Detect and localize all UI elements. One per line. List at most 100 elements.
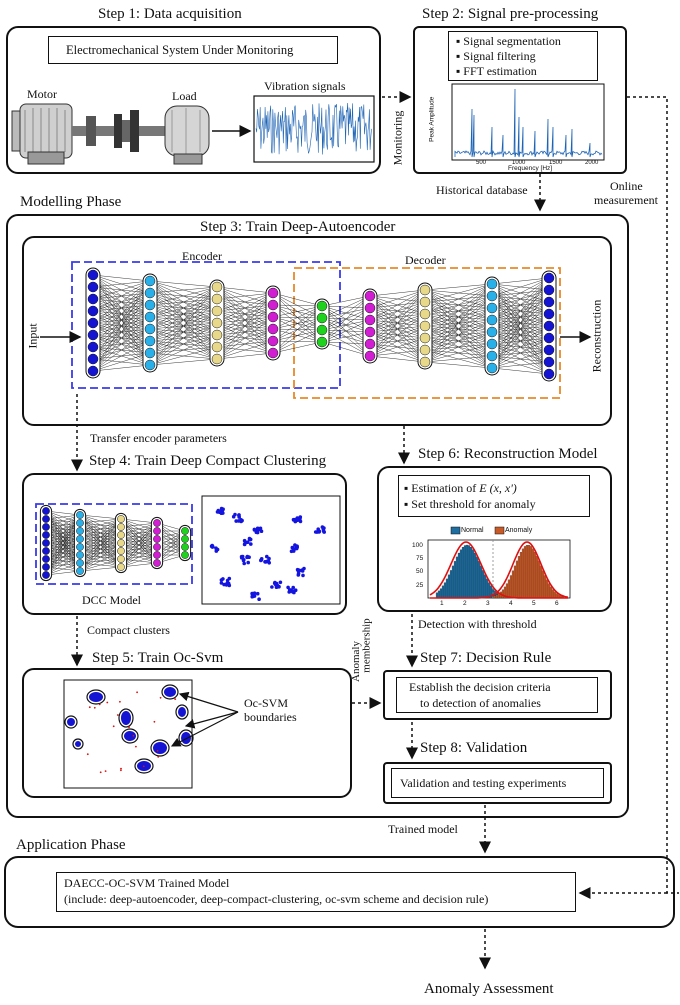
cluster-point	[250, 594, 254, 599]
motor-load-drawing	[11, 103, 252, 165]
autoencoder-connection	[92, 274, 151, 282]
dcc-neuron	[76, 543, 84, 551]
autoencoder-connection	[369, 289, 426, 357]
histogram-bar-anomaly	[525, 545, 529, 599]
autoencoder-connection	[321, 295, 371, 307]
autoencoder-neuron	[543, 320, 555, 332]
ocsvm-outlier	[116, 714, 119, 716]
anomaly-membership-label-2: membership	[360, 618, 373, 673]
final-model-box	[56, 872, 576, 912]
fft-spectrum-plot	[451, 83, 605, 161]
hist-xtick-1: 1	[440, 600, 444, 607]
ocsvm-cluster	[75, 741, 81, 747]
measurement-label: measurement	[594, 193, 658, 207]
application-phase-label: Application Phase	[16, 837, 126, 853]
autoencoder-connection	[491, 349, 550, 369]
autoencoder-connection	[92, 280, 151, 336]
autoencoder-connection	[491, 367, 550, 375]
cluster-point	[242, 558, 246, 562]
autoencoder-connection	[149, 286, 218, 294]
autoencoder-connection	[216, 286, 274, 294]
autoencoder-neuron	[87, 305, 99, 317]
autoencoder-connection	[272, 341, 323, 354]
autoencoder-connection	[92, 280, 151, 312]
cluster-point	[270, 585, 274, 589]
dcc-neuron	[76, 527, 84, 535]
legend-normal: Normal	[461, 527, 484, 534]
autoencoder-connection	[92, 280, 151, 360]
anomaly-assessment-label: Anomaly Assessment	[424, 981, 554, 997]
vibration-waveform	[255, 102, 372, 155]
histogram-bar-anomaly	[495, 594, 499, 599]
cluster-point	[210, 545, 215, 549]
ocsvm-outlier	[120, 769, 122, 772]
step2-bullet-2: ▪ Signal filtering	[456, 49, 536, 63]
dcc-neuron	[42, 547, 50, 555]
autoencoder-connection	[149, 286, 218, 366]
autoencoder-neuron	[211, 305, 223, 317]
autoencoder-neuron	[419, 320, 431, 332]
vibration-label: Vibration signals	[264, 79, 346, 93]
dcc-label: DCC Model	[82, 593, 142, 607]
autoencoder-connection	[424, 355, 493, 363]
autoencoder-connection	[321, 307, 371, 343]
fft-spectrum-line	[454, 88, 603, 158]
step7-text-2: to detection of anomalies	[420, 696, 541, 710]
dcc-connection	[79, 518, 122, 572]
autoencoder-connection	[272, 292, 323, 307]
autoencoder-neuron	[364, 350, 376, 362]
autoencoder-neuron	[419, 344, 431, 356]
ocsvm-cluster	[181, 732, 191, 744]
dcc-neuron	[42, 571, 50, 579]
autoencoder-neuron	[419, 284, 431, 296]
fft-ylabel: Peak Amplitude	[428, 96, 436, 142]
dcc-neuron	[117, 539, 125, 547]
cluster-point	[231, 514, 236, 519]
ocsvm-boundary	[121, 728, 139, 744]
dcc-neuron	[181, 543, 189, 551]
histogram-bar-normal	[471, 549, 475, 599]
ocsvm-boundaries-label-2: boundaries	[244, 710, 297, 724]
autoencoder-connection	[92, 280, 151, 348]
cluster-point	[295, 545, 300, 550]
cluster-point	[216, 508, 221, 513]
dcc-connection	[79, 542, 122, 572]
histogram-bar-anomaly	[527, 545, 531, 599]
fft-xtick-2: 1000	[512, 160, 526, 166]
autoencoder-connection	[321, 331, 371, 343]
autoencoder-connection	[424, 331, 493, 363]
histogram-bar-anomaly	[539, 565, 543, 599]
histogram-bar-anomaly	[537, 560, 541, 599]
autoencoder-neuron	[316, 312, 328, 324]
cluster-point	[242, 561, 246, 566]
histogram-bar-anomaly	[515, 560, 519, 599]
autoencoder-connection	[216, 316, 274, 360]
histogram-bar-normal	[465, 544, 469, 599]
autoencoder-connection	[272, 305, 323, 330]
cluster-point	[295, 518, 300, 523]
autoencoder-connection	[491, 277, 550, 345]
cluster-point	[315, 530, 319, 534]
autoencoder-neuron	[486, 350, 498, 362]
autoencoder-connection	[369, 289, 426, 309]
autoencoder-connection	[272, 304, 323, 307]
cluster-point	[219, 511, 224, 515]
motor-label: Motor	[27, 87, 57, 101]
fft-xtick-1: 500	[476, 160, 487, 166]
ocsvm-cluster	[153, 742, 167, 754]
cluster-point	[316, 527, 321, 531]
ocsvm-outlier	[120, 767, 122, 770]
autoencoder-neuron	[211, 341, 223, 353]
dcc-connection	[79, 550, 122, 572]
step7-title: Step 7: Decision Rule	[420, 650, 552, 666]
ocsvm-boundary	[150, 739, 170, 757]
autoencoder-connection	[321, 319, 371, 343]
autoencoder-connection	[424, 283, 493, 327]
input-label: Input	[25, 323, 40, 349]
autoencoder-neuron	[267, 347, 279, 359]
dcc-connection	[79, 518, 122, 540]
histogram-bar-anomaly	[547, 583, 551, 599]
dcc-neuron	[76, 567, 84, 575]
autoencoder-connection	[216, 292, 274, 300]
autoencoder-connection	[216, 340, 274, 360]
